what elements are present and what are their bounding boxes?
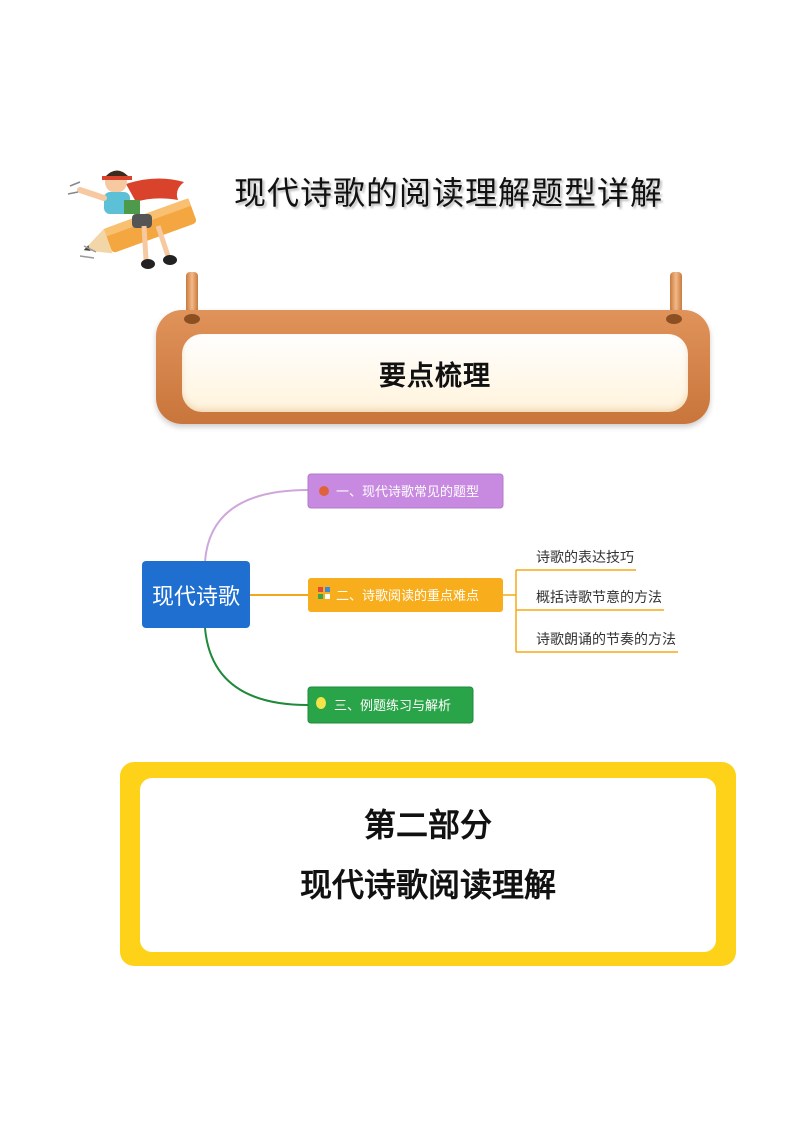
mindmap-branch-1-label: 一、现代诗歌常见的题型 bbox=[336, 484, 479, 500]
mindmap-root-label: 现代诗歌 bbox=[152, 585, 240, 610]
page-title: 现代诗歌的阅读理解题型详解 bbox=[234, 174, 664, 212]
sign-bolt-right bbox=[666, 314, 682, 324]
grid-icon bbox=[318, 587, 330, 599]
bulb-icon bbox=[316, 697, 326, 709]
mind-map: 现代诗歌 一、现代诗歌常见的题型 二、诗歌阅读的重点难点 三、例题练习与解析 诗… bbox=[142, 473, 678, 724]
circle-icon bbox=[319, 486, 329, 496]
connector-branch-3 bbox=[204, 627, 309, 706]
mindmap-branch-2 bbox=[308, 578, 503, 612]
mindmap-branch-1 bbox=[307, 473, 504, 509]
mindmap-leaf-2: 概括诗歌节意的方法 bbox=[536, 589, 662, 606]
sign-panel: 要点梳理 bbox=[182, 334, 688, 412]
mindmap-leaf-1: 诗歌的表达技巧 bbox=[536, 550, 634, 566]
part-heading: 第二部分 bbox=[363, 806, 492, 844]
mindmap-branch-3 bbox=[307, 686, 474, 724]
mascot-illustration bbox=[67, 170, 197, 269]
sign-bolt-left bbox=[184, 314, 200, 324]
part-box-panel bbox=[140, 778, 716, 952]
sign-label: 要点梳理 bbox=[379, 360, 491, 392]
mindmap-root bbox=[142, 561, 250, 628]
mindmap-branch-3-label: 三、例题练习与解析 bbox=[334, 699, 451, 714]
part-subheading: 现代诗歌阅读理解 bbox=[299, 866, 556, 904]
connector-branch-1 bbox=[204, 489, 309, 563]
mindmap-branch-2-label: 二、诗歌阅读的重点难点 bbox=[336, 588, 479, 604]
sign-pole-right bbox=[670, 272, 682, 322]
sign-pole-left bbox=[186, 272, 198, 322]
mindmap-leaf-3: 诗歌朗诵的节奏的方法 bbox=[536, 632, 676, 648]
connector-leaves bbox=[503, 570, 517, 652]
